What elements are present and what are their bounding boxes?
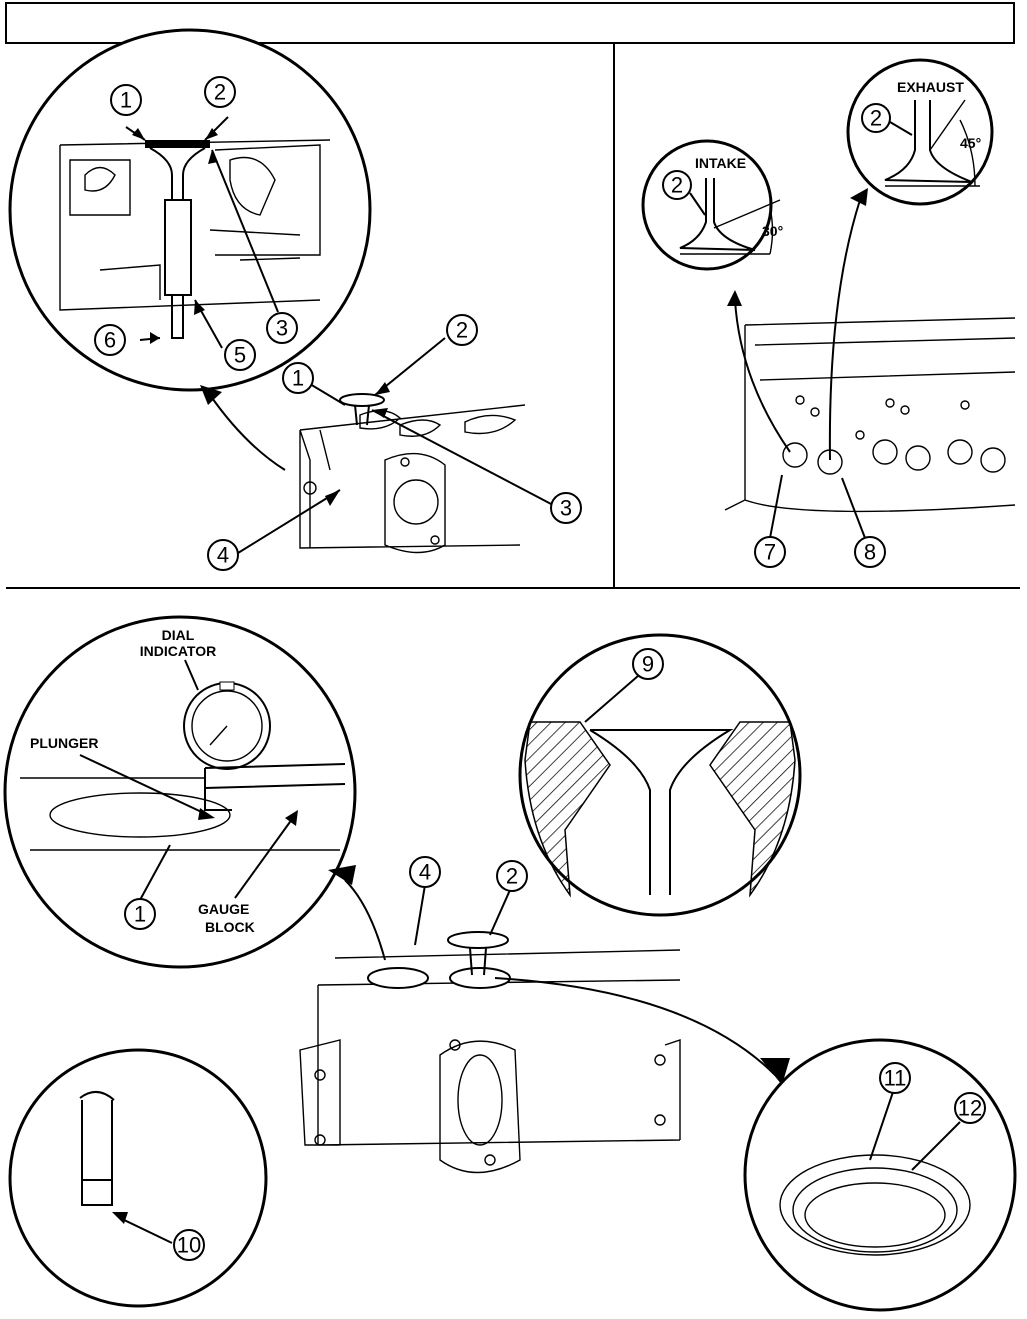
arrow-exhaust (828, 199, 861, 461)
callout-12-label: 12 (958, 1096, 982, 1121)
intake-label: INTAKE (695, 155, 746, 171)
callout-8 (854, 536, 886, 568)
arrow-to-dial (344, 879, 386, 961)
seat-outer (779, 1154, 971, 1256)
callout-4-head-label: 4 (217, 543, 229, 568)
dial-label-1: DIAL (162, 627, 195, 643)
seat-inner (792, 1167, 958, 1253)
callout-8-label: 8 (864, 540, 876, 565)
valve-bottom (447, 931, 509, 976)
valve-face (49, 792, 231, 838)
intake-valve-shape (679, 178, 756, 251)
callout-2-exhaust (861, 103, 891, 133)
callout-1-label: 1 (120, 88, 132, 113)
gauge-block-label-2: BLOCK (205, 919, 255, 935)
cylinder-head-top-left (299, 404, 526, 554)
cylinder-head-top-right (724, 317, 1016, 513)
callout-2-bottom (496, 860, 528, 892)
callout-6 (94, 324, 126, 356)
callout-2 (204, 76, 236, 108)
callout-2-exhaust-label: 2 (870, 106, 882, 131)
arrow-to-detail (209, 394, 286, 471)
callout-5 (224, 339, 256, 371)
intake-angle: 30° (762, 223, 783, 239)
plunger-label: PLUNGER (30, 735, 98, 751)
valve-seat-section-circle (518, 633, 802, 917)
callout-1 (110, 84, 142, 116)
callout-7 (754, 536, 786, 568)
callout-4-head (207, 539, 239, 571)
callout-5-label: 5 (234, 343, 246, 368)
callout-2-head-label: 2 (456, 318, 468, 343)
leader-lines-head (237, 337, 554, 554)
callout-1-dial (124, 898, 156, 930)
callout-2-intake (662, 170, 692, 200)
valve-stem-end (79, 1091, 115, 1206)
callout-3-head (550, 492, 582, 524)
exhaust-label: EXHAUST (897, 79, 964, 95)
valve-head-top-left (339, 393, 385, 426)
callout-10 (173, 1229, 205, 1261)
exhaust-valve-circle (846, 58, 994, 206)
callout-11 (879, 1062, 911, 1094)
callout-9-label: 9 (642, 652, 654, 677)
dial-label-2: INDICATOR (140, 643, 216, 659)
callout-3-head-label: 3 (560, 496, 572, 521)
callout-2-label: 2 (214, 80, 226, 105)
callout-1-dial-label: 1 (134, 902, 146, 927)
callout-11-label: 11 (884, 1066, 907, 1091)
header-box (5, 2, 1015, 44)
callout-10-label: 10 (177, 1233, 201, 1258)
callout-4-bottom (409, 856, 441, 888)
arrow-to-seat (494, 977, 776, 1076)
callout-9 (632, 648, 664, 680)
callout-2-bottom-label: 2 (506, 864, 518, 889)
exhaust-angle: 45° (960, 135, 981, 151)
callout-3 (266, 312, 298, 344)
callout-6-label: 6 (104, 328, 116, 353)
dial-indicator-circle (3, 615, 357, 969)
gauge-block-label-1: GAUGE (198, 901, 249, 917)
callout-4-bottom-label: 4 (419, 860, 431, 885)
gauge-block (204, 763, 346, 811)
callout-2-intake-label: 2 (671, 173, 683, 198)
callout-12 (954, 1092, 986, 1124)
valve-stem-circle (8, 1048, 268, 1308)
callout-1-head-label: 1 (292, 366, 304, 391)
exhaust-valve-shape (884, 100, 973, 183)
callout-2-head (446, 314, 478, 346)
callout-7-label: 7 (764, 540, 776, 565)
cylinder-head-bottom (299, 949, 681, 1174)
callout-3-label: 3 (276, 316, 288, 341)
callout-1-head (282, 362, 314, 394)
arrow-intake (734, 299, 791, 453)
valve-section (589, 729, 734, 895)
valve-with-guide (145, 140, 210, 339)
